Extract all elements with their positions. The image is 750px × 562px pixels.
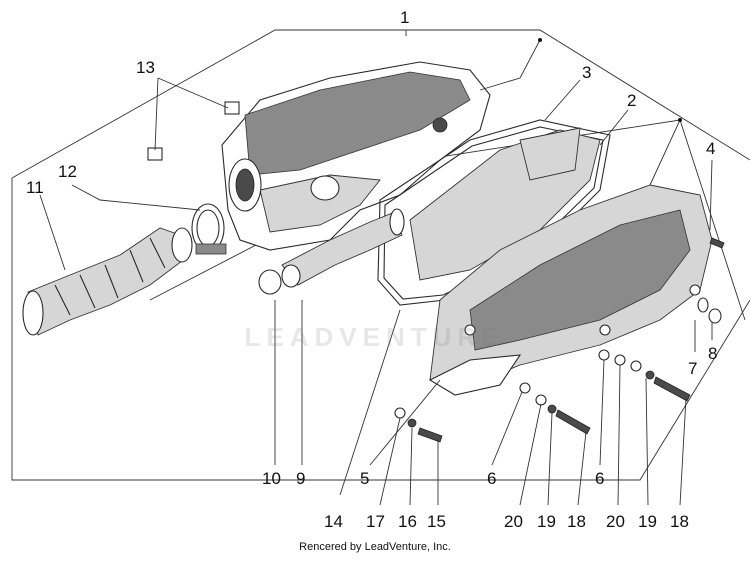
callout-9: 9 (296, 469, 305, 488)
callout-8: 8 (708, 344, 717, 363)
callout-16: 16 (398, 512, 417, 531)
clips (147, 101, 240, 161)
callout-3: 3 (582, 63, 591, 82)
air-box-housing (221, 61, 491, 251)
callout-6a: 6 (487, 469, 496, 488)
intake-hose (22, 227, 193, 336)
air-box-cover (428, 184, 713, 396)
duct-tube (281, 208, 405, 288)
callout-2: 2 (627, 91, 636, 110)
callout-17: 17 (366, 512, 385, 531)
callout-7: 7 (688, 359, 697, 378)
callout-18a: 18 (567, 512, 586, 531)
callout-19a: 19 (537, 512, 556, 531)
callout-5: 5 (360, 469, 369, 488)
callout-numbers: 1 2 3 4 5 6 6 7 8 9 10 11 12 13 14 15 16… (26, 8, 717, 531)
filter-element (409, 127, 601, 281)
callout-18b: 18 (670, 512, 689, 531)
callout-19b: 19 (638, 512, 657, 531)
callout-20a: 20 (504, 512, 523, 531)
small-clamp (258, 269, 282, 295)
fasteners (394, 237, 725, 443)
callout-1: 1 (400, 8, 409, 27)
callout-6b: 6 (595, 469, 604, 488)
callout-15: 15 (427, 512, 446, 531)
leader-lines (39, 30, 713, 506)
callout-14: 14 (324, 512, 343, 531)
hose-clamp (191, 203, 227, 255)
callout-4: 4 (706, 139, 715, 158)
callout-10: 10 (262, 469, 281, 488)
callout-11: 11 (26, 178, 44, 197)
watermark: LEADVENTURE (244, 322, 506, 352)
footer-credit: Rencered by LeadVenture, Inc. (299, 541, 451, 553)
callout-20b: 20 (606, 512, 625, 531)
callout-13: 13 (136, 58, 155, 77)
callout-12: 12 (58, 162, 77, 181)
